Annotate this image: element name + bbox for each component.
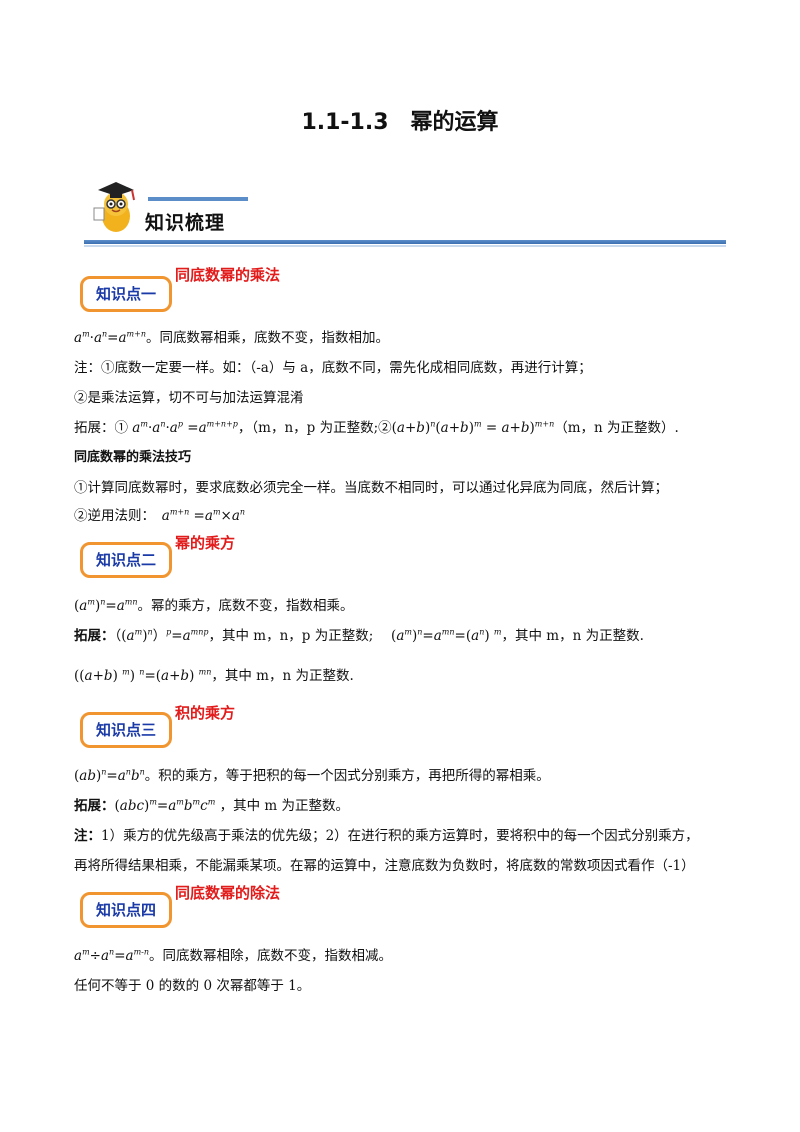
k3-note-1-text: 1）乘方的优先级高于乘法的优先级；2）在进行积的乘方运算时，要将积中的每一个因式… [101, 828, 699, 844]
scholar-mascot-icon [93, 182, 135, 232]
k2-ext-mid2: ，其中 m，n 为正整数. [501, 628, 644, 644]
k1-tip-1: ①计算同底数幂时，要求底数必须完全一样。当底数不相同时，可以通过化异底为同底，然… [74, 480, 668, 496]
knowledge-point-4-title: 同底数幂的除法 [175, 884, 281, 902]
knowledge-point-3-box: 知识点三 [80, 712, 172, 748]
k3-ext-label: 拓展： [74, 798, 115, 814]
k4-formula-text: 。同底数幂相除，底数不变，指数相减。 [149, 948, 393, 964]
k3-ext-tail: ，其中 m 为正整数。 [219, 798, 349, 814]
k2-extension-line: 拓展：（(am)n）p=amnp，其中 m，n，p 为正整数; (am)n=am… [74, 627, 644, 644]
k2-ext2-tail: ，其中 m，n 为正整数. [211, 668, 354, 684]
k4-formula-line: am÷an=am-n。同底数幂相除，底数不变，指数相减。 [74, 947, 393, 964]
k1-note-1: 注：①底数一定要一样。如：（-a）与 a，底数不同，需先化成相同底数，再进行计算… [74, 360, 592, 376]
knowledge-point-4-box: 知识点四 [80, 892, 172, 928]
k2-formula-line: (am)n=amn。幂的乘方，底数不变，指数相乘。 [74, 597, 354, 614]
k3-note-label: 注： [74, 828, 101, 844]
k2-ext-mid1: ，其中 m，n，p 为正整数; [208, 628, 374, 644]
k3-extension-line: 拓展：(abc)m=ambmcm ，其中 m 为正整数。 [74, 797, 349, 814]
k2-extension-line-2: ((a+b) m) n=(a+b) mn，其中 m，n 为正整数. [74, 667, 354, 684]
knowledge-point-3-title: 积的乘方 [175, 704, 236, 722]
k1-extension-line: 拓展：① am·an·ap =am+n+p，（m，n，p 为正整数;②(a+b)… [74, 419, 679, 436]
knowledge-point-2-box: 知识点二 [80, 542, 172, 578]
k3-note-1: 注：1）乘方的优先级高于乘法的优先级；2）在进行积的乘方运算时，要将积中的每一个… [74, 824, 699, 844]
k1-tips-heading: 同底数幂的乘法技巧 [74, 450, 192, 465]
k3-formula-text: 。积的乘方，等于把积的每一个因式分别乘方，再把所得的幂相乘。 [144, 768, 550, 784]
k3-note-2: 再将所得结果相乘，不能漏乘某项。在幂的运算中，注意底数为负数时，将底数的常数项因… [74, 858, 695, 874]
k1-tip-2: ②逆用法则： am+n =am×an [74, 507, 246, 524]
knowledge-point-1-title: 同底数幂的乘法 [175, 266, 281, 284]
knowledge-point-1-box: 知识点一 [80, 276, 172, 312]
section-header-shadow [84, 245, 726, 247]
k4-line-2: 任何不等于 0 的数的 0 次幂都等于 1。 [74, 978, 311, 994]
section-header-bar [84, 240, 726, 244]
page-title: 1.1-1.3 幂的运算 [301, 110, 499, 135]
knowledge-point-2-title: 幂的乘方 [175, 534, 236, 552]
k3-formula-line: (ab)n=anbn。积的乘方，等于把积的每一个因式分别乘方，再把所得的幂相乘。 [74, 767, 550, 784]
k2-ext-label: 拓展： [74, 628, 115, 644]
k1-ext-tail: （m，n 为正整数）. [554, 420, 679, 436]
k1-ext-prefix: 拓展：① [74, 420, 128, 436]
k1-tip-2-prefix: ②逆用法则： [74, 508, 149, 524]
k1-note-2: ②是乘法运算，切不可与加法运算混淆 [74, 390, 304, 406]
section-header-bar-top [148, 197, 248, 201]
section-label: 知识梳理 [145, 212, 226, 234]
k1-ext-mid: （m，n，p 为正整数;② [251, 420, 392, 436]
k2-formula-text: 。幂的乘方，底数不变，指数相乘。 [137, 598, 354, 614]
k1-formula-text: 。同底数幂相乘，底数不变，指数相加。 [146, 330, 389, 346]
k1-formula-line: am·an=am+n。同底数幂相乘，底数不变，指数相加。 [74, 329, 389, 346]
